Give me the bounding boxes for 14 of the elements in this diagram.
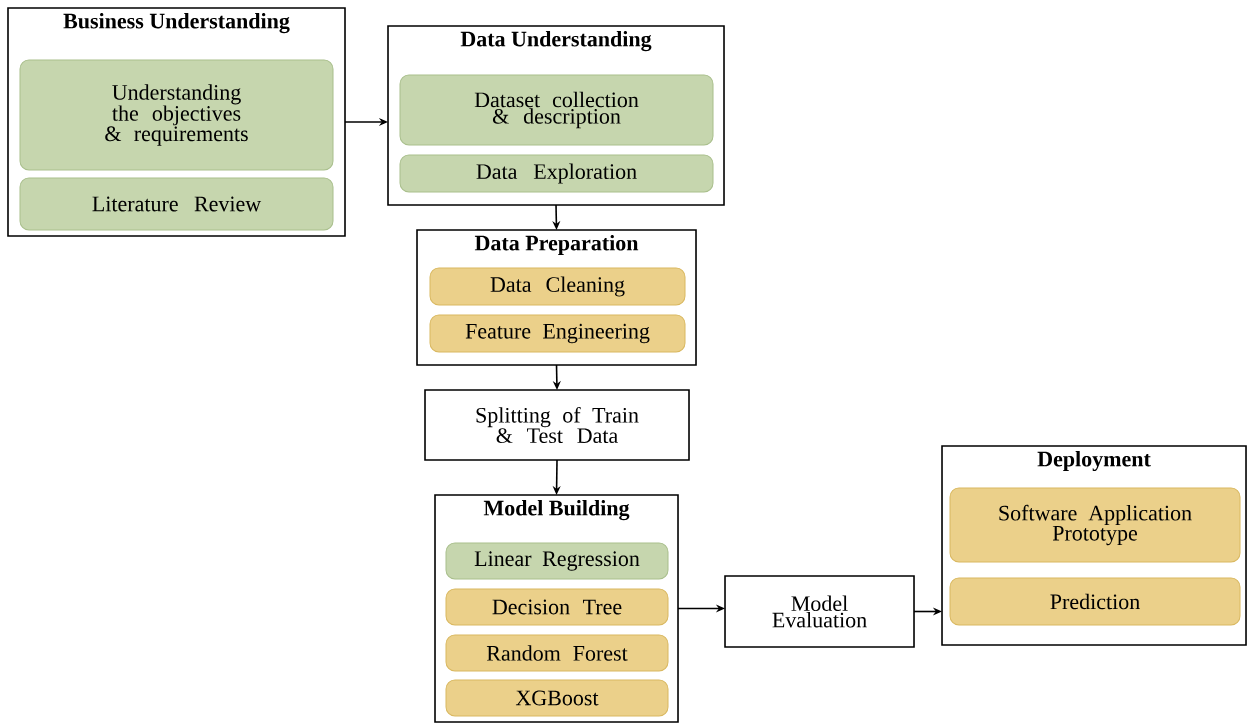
task-box: Prediction xyxy=(949,577,1241,626)
task-box: Understanding the objectives & requirements xyxy=(19,59,334,171)
task-box: Random Forest xyxy=(445,634,669,672)
task-box: Feature Engineering xyxy=(429,314,686,353)
step-box: Splitting of Train & Test Data xyxy=(424,389,690,461)
task-box: Software Application Prototype xyxy=(949,487,1241,563)
task-box: Linear Regression xyxy=(445,542,669,580)
task-box: Decision Tree xyxy=(445,588,669,626)
task-box: Literature Review xyxy=(19,177,334,231)
task-box: Dataset collection & description xyxy=(399,74,714,146)
step-box: Model Evaluation xyxy=(724,575,915,648)
task-box: Data Exploration xyxy=(399,154,714,193)
task-box: Data Cleaning xyxy=(429,267,686,306)
task-box: XGBoost xyxy=(445,679,669,717)
